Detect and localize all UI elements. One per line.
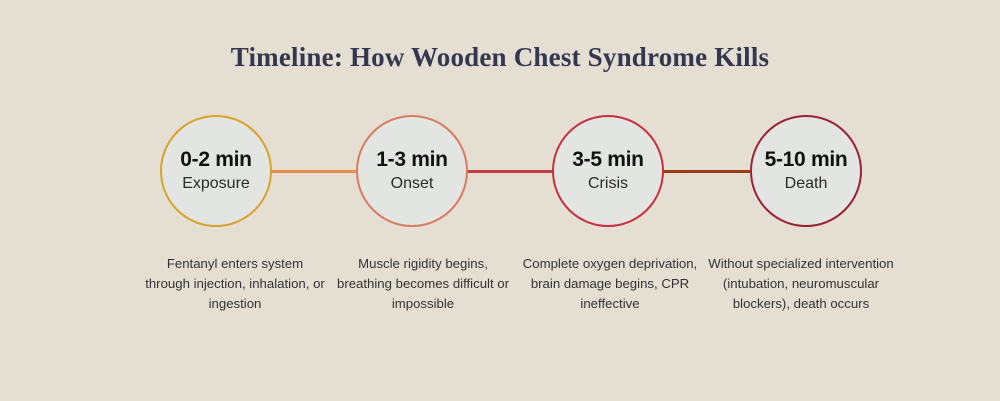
captions-row: Fentanyl enters system through injection… (0, 254, 1000, 344)
stage-label-4: Death (784, 175, 828, 193)
stage-4: 5-10 min Death (750, 115, 862, 227)
page-title: Timeline: How Wooden Chest Syndrome Kill… (230, 42, 770, 72)
stage-circle-4[interactable]: 5-10 min Death (750, 115, 862, 227)
stage-3: 3-5 min Crisis (552, 115, 664, 227)
timeline-row: 0-2 min Exposure 1-3 min Onset 3-5 min C… (160, 115, 862, 227)
connector-1 (270, 170, 358, 173)
stage-1: 0-2 min Exposure (160, 115, 272, 227)
connector-3 (662, 170, 752, 173)
stage-time-1: 0-2 min (180, 148, 252, 172)
stage-caption-4: Without specialized intervention (intuba… (708, 256, 894, 312)
stage-caption-1: Fentanyl enters system through injection… (145, 256, 325, 312)
stage-label-2: Onset (390, 175, 434, 193)
stage-time-2: 1-3 min (376, 148, 448, 172)
stage-label-3: Crisis (588, 175, 628, 193)
stage-time-4: 5-10 min (764, 148, 848, 172)
stage-label-1: Exposure (182, 175, 250, 193)
stage-time-3: 3-5 min (572, 148, 644, 172)
stage-circle-1[interactable]: 0-2 min Exposure (160, 115, 272, 227)
stage-caption-2: Muscle rigidity begins, breathing become… (336, 256, 510, 312)
stage-circle-2[interactable]: 1-3 min Onset (356, 115, 468, 227)
connector-2 (466, 170, 554, 173)
stage-circle-3[interactable]: 3-5 min Crisis (552, 115, 664, 227)
stage-caption-3: Complete oxygen deprivation, brain damag… (522, 256, 698, 312)
stage-2: 1-3 min Onset (356, 115, 468, 227)
